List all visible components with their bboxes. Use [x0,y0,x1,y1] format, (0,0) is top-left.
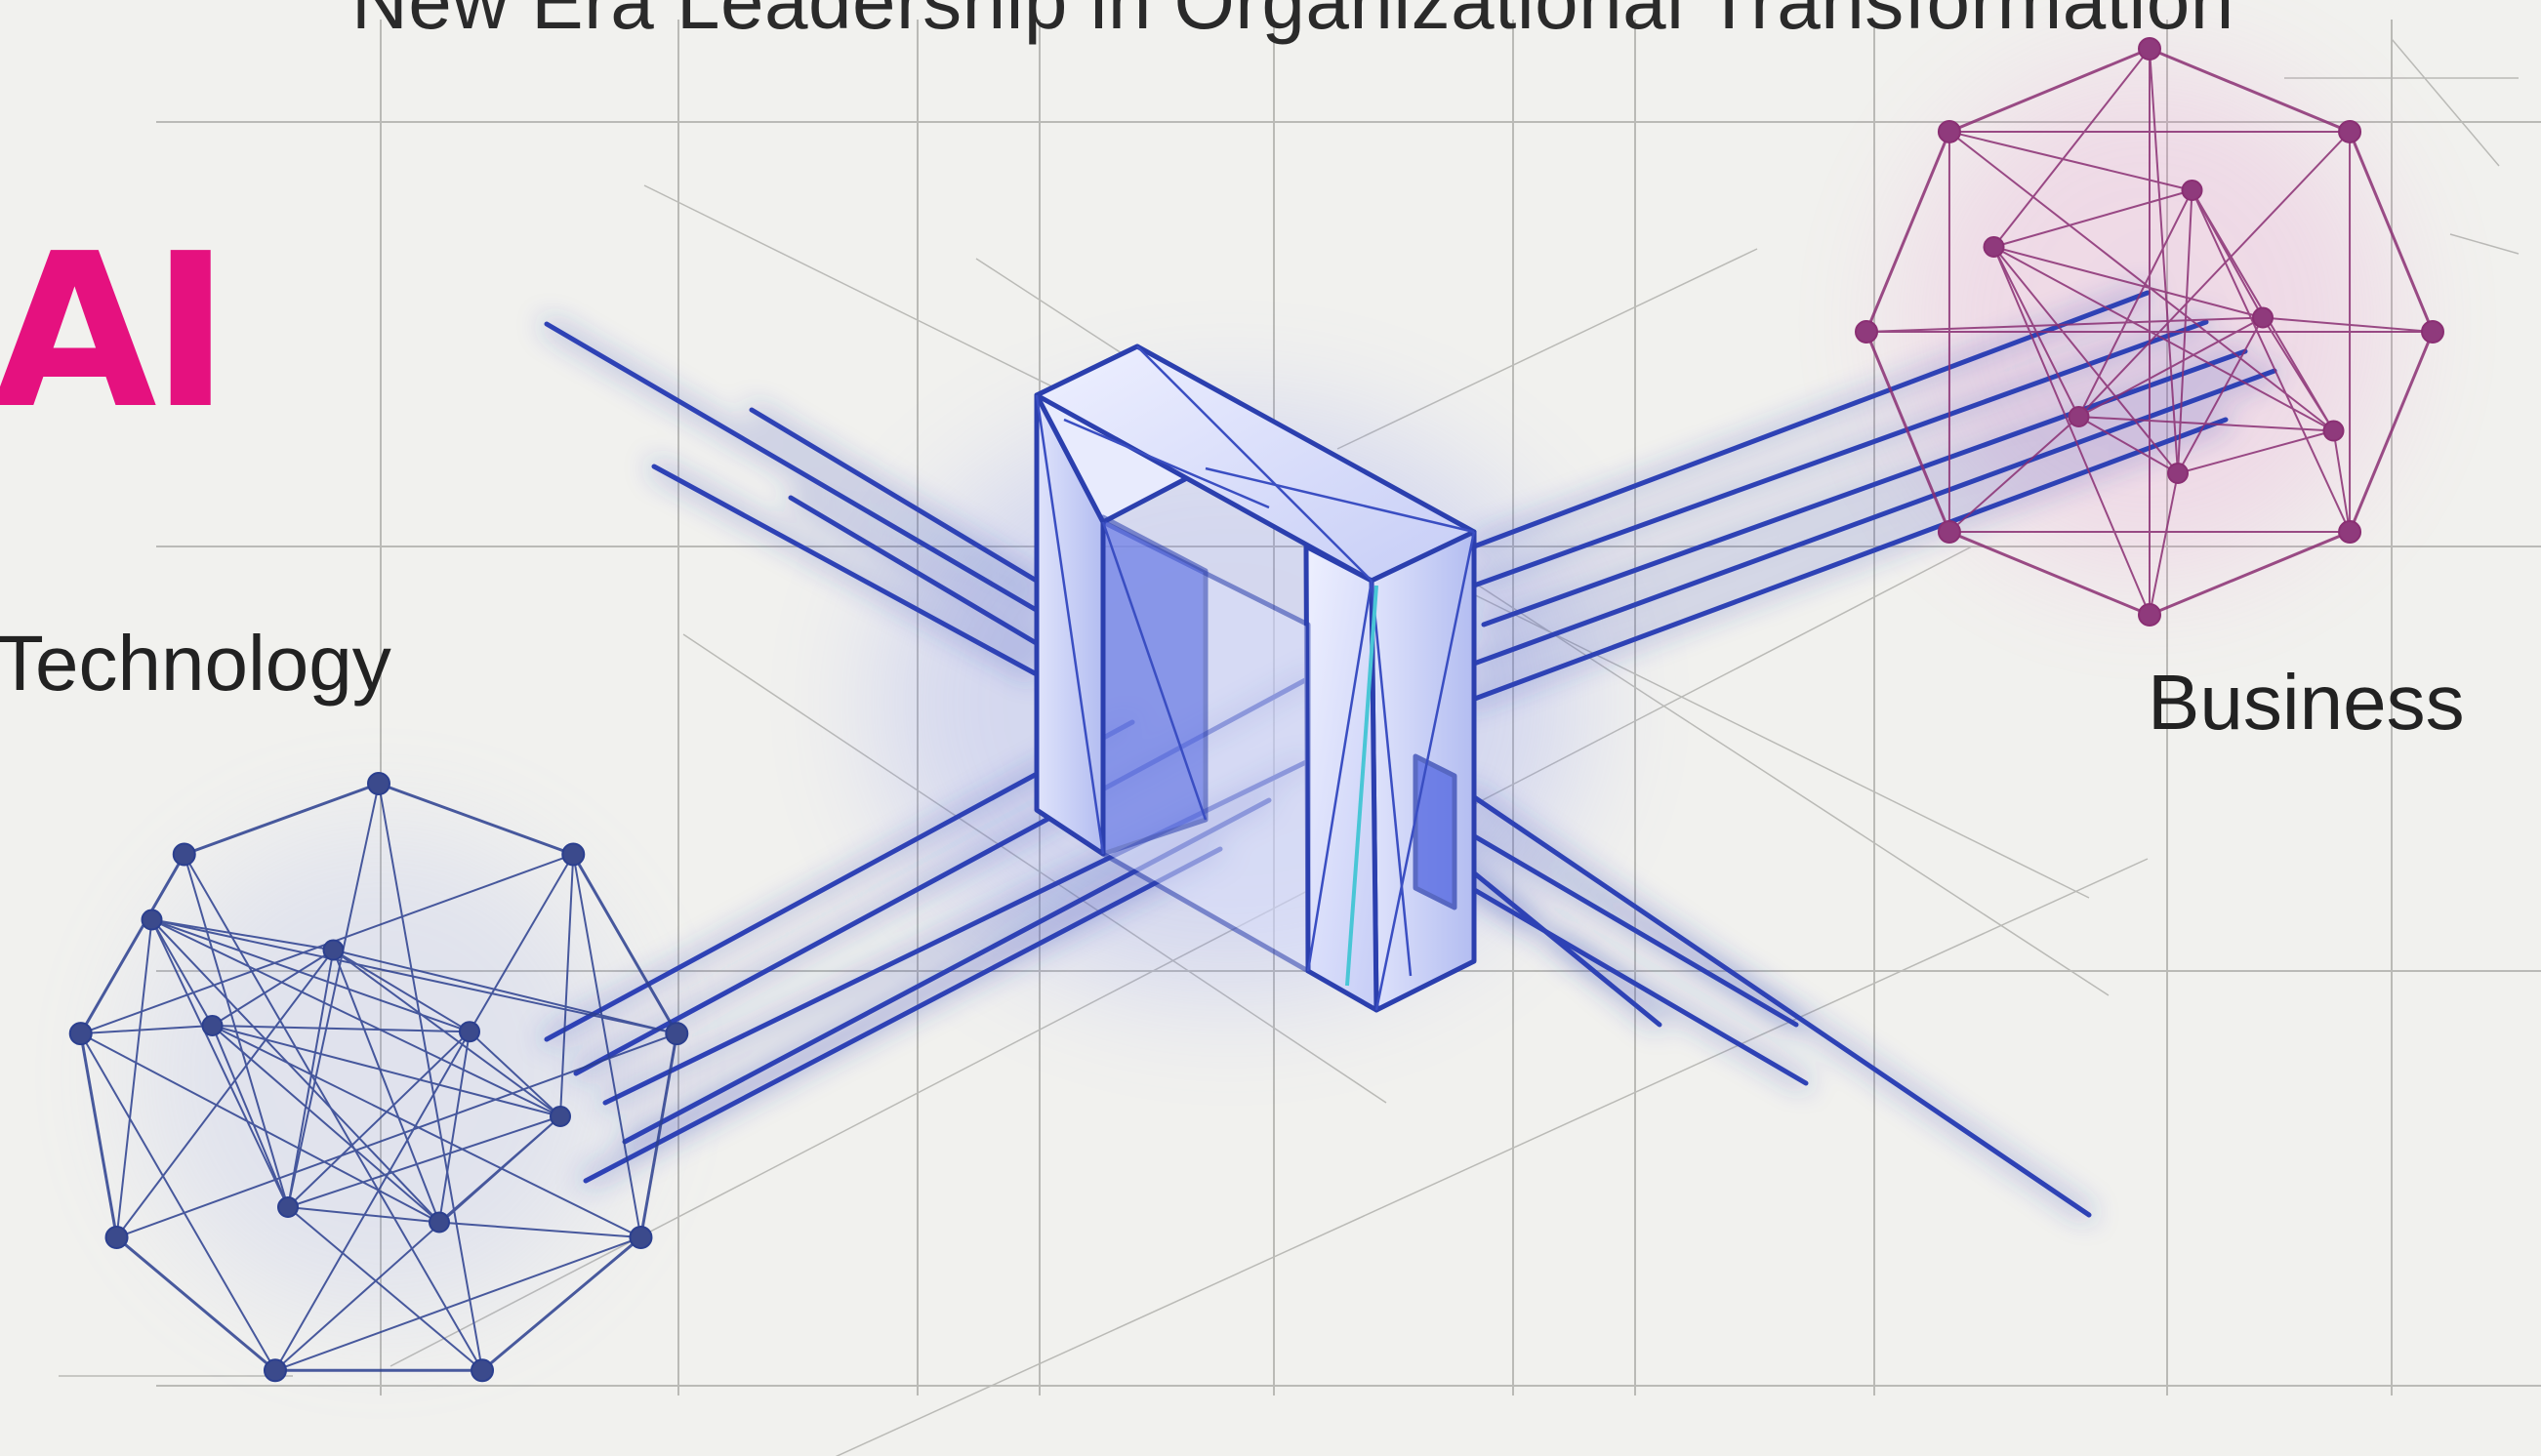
business-network-icon [1855,37,2444,627]
business-label: Business [2148,659,2465,746]
technology-label: Technology [0,620,391,707]
page-title: New Era Leadership in Organizational Tra… [351,0,2234,45]
ai-brand-mark: AI [0,209,230,456]
gateway-arch-icon [1034,344,1477,1013]
technology-network-icon [68,772,689,1383]
